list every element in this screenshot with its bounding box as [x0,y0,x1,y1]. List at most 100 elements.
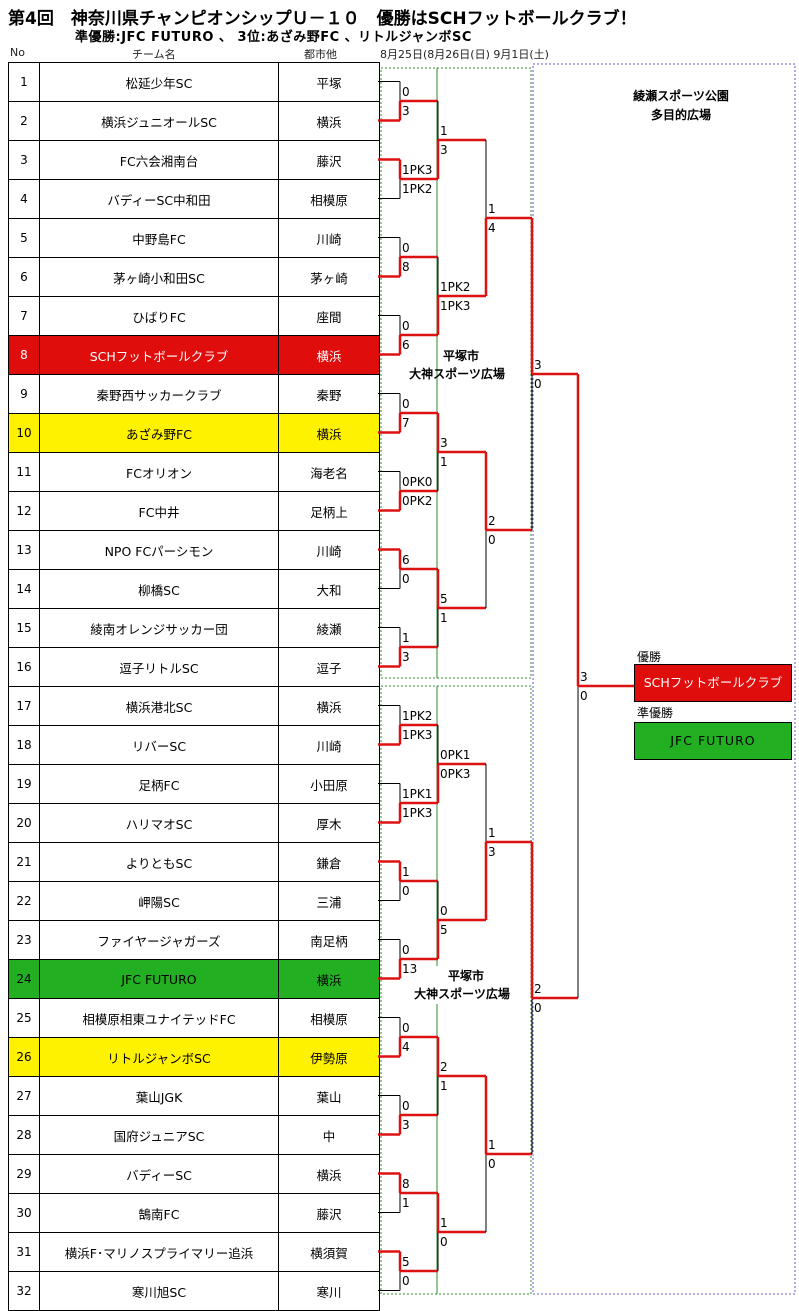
match-score: 0 [402,943,410,957]
match-score: 0 [402,1099,410,1113]
header-team: チーム名 [132,48,176,61]
match-score: 1PK3 [402,806,432,820]
team-city: 逗子 [278,647,380,687]
match-score: 0 [402,85,410,99]
team-name: ファイヤージャガーズ [39,920,279,960]
team-no: 31 [8,1232,40,1272]
team-name: 岬陽SC [39,881,279,921]
team-no: 10 [8,413,40,453]
team-name: 柳橋SC [39,569,279,609]
venue-top-line2: 大神スポーツ広場 [409,366,505,381]
match-score: 8 [402,260,410,274]
match-score: 1 [488,1138,496,1152]
match-score: 5 [440,592,448,606]
team-city: 川崎 [278,530,380,570]
match-score: 3 [402,650,410,664]
match-score: 1PK3 [440,299,470,313]
runnerup-box: JFC FUTURO [634,722,792,760]
team-city: 厚木 [278,803,380,843]
match-score: 8 [402,1177,410,1191]
match-score: 0 [534,1001,542,1015]
team-city: 横浜 [278,686,380,726]
match-score: 1 [440,1079,448,1093]
match-score: 3 [402,104,410,118]
venue-label-bg-top [438,346,530,384]
match-score: 0 [440,1235,448,1249]
match-score: 1 [440,124,448,138]
match-score: 6 [402,338,410,352]
team-city: 南足柄 [278,920,380,960]
match-score: 1 [440,611,448,625]
match-score: 0 [402,884,410,898]
match-score: 1 [488,826,496,840]
team-city: 相模原 [278,179,380,219]
team-no: 27 [8,1076,40,1116]
team-name: 葉山JGK [39,1076,279,1116]
match-score: 1 [402,1196,410,1210]
team-name: 綾南オレンジサッカー団 [39,608,279,648]
team-city: 伊勢原 [278,1037,380,1077]
team-name: 相模原相東ユナイテッドFC [39,998,279,1038]
team-city: 座間 [278,296,380,336]
match-score: 0 [402,319,410,333]
team-city: 鎌倉 [278,842,380,882]
match-score: 1PK2 [402,182,432,196]
match-score: 3 [488,845,496,859]
team-no: 6 [8,257,40,297]
match-score: 0 [440,904,448,918]
team-no: 26 [8,1037,40,1077]
match-score: 0 [488,533,496,547]
team-city: 海老名 [278,452,380,492]
match-score: 0 [402,1274,410,1288]
venue-box-top-r1 [380,67,438,679]
team-name: FC六会湘南台 [39,140,279,180]
team-no: 8 [8,335,40,375]
team-city: 秦野 [278,374,380,414]
team-name: 鵠南FC [39,1193,279,1233]
team-name: 足柄FC [39,764,279,804]
venue-top-line1: 平塚市 [443,348,479,363]
match-score: 1PK2 [440,280,470,294]
team-no: 3 [8,140,40,180]
team-city: 大和 [278,569,380,609]
team-no: 24 [8,959,40,999]
match-score: 0PK2 [402,494,432,508]
team-name: 横浜F･マリノスプライマリー追浜 [39,1232,279,1272]
match-score: 2 [534,982,542,996]
team-name: ひばりFC [39,296,279,336]
winner-box: SCHフットボールクラブ [634,664,792,702]
match-score: 3 [534,358,542,372]
team-city: 川崎 [278,725,380,765]
match-score: 3 [440,436,448,450]
team-no: 19 [8,764,40,804]
match-score: 4 [402,1040,410,1054]
team-name: FCオリオン [39,452,279,492]
match-score: 2 [488,514,496,528]
match-score: 0 [402,1021,410,1035]
team-name: 逗子リトルSC [39,647,279,687]
match-score: 13 [402,962,417,976]
team-name: リトルジャンボSC [39,1037,279,1077]
team-name: 松延少年SC [39,62,279,102]
match-score: 1 [440,1216,448,1230]
team-city: 茅ヶ崎 [278,257,380,297]
runnerup-label: 準優勝 [637,706,674,720]
